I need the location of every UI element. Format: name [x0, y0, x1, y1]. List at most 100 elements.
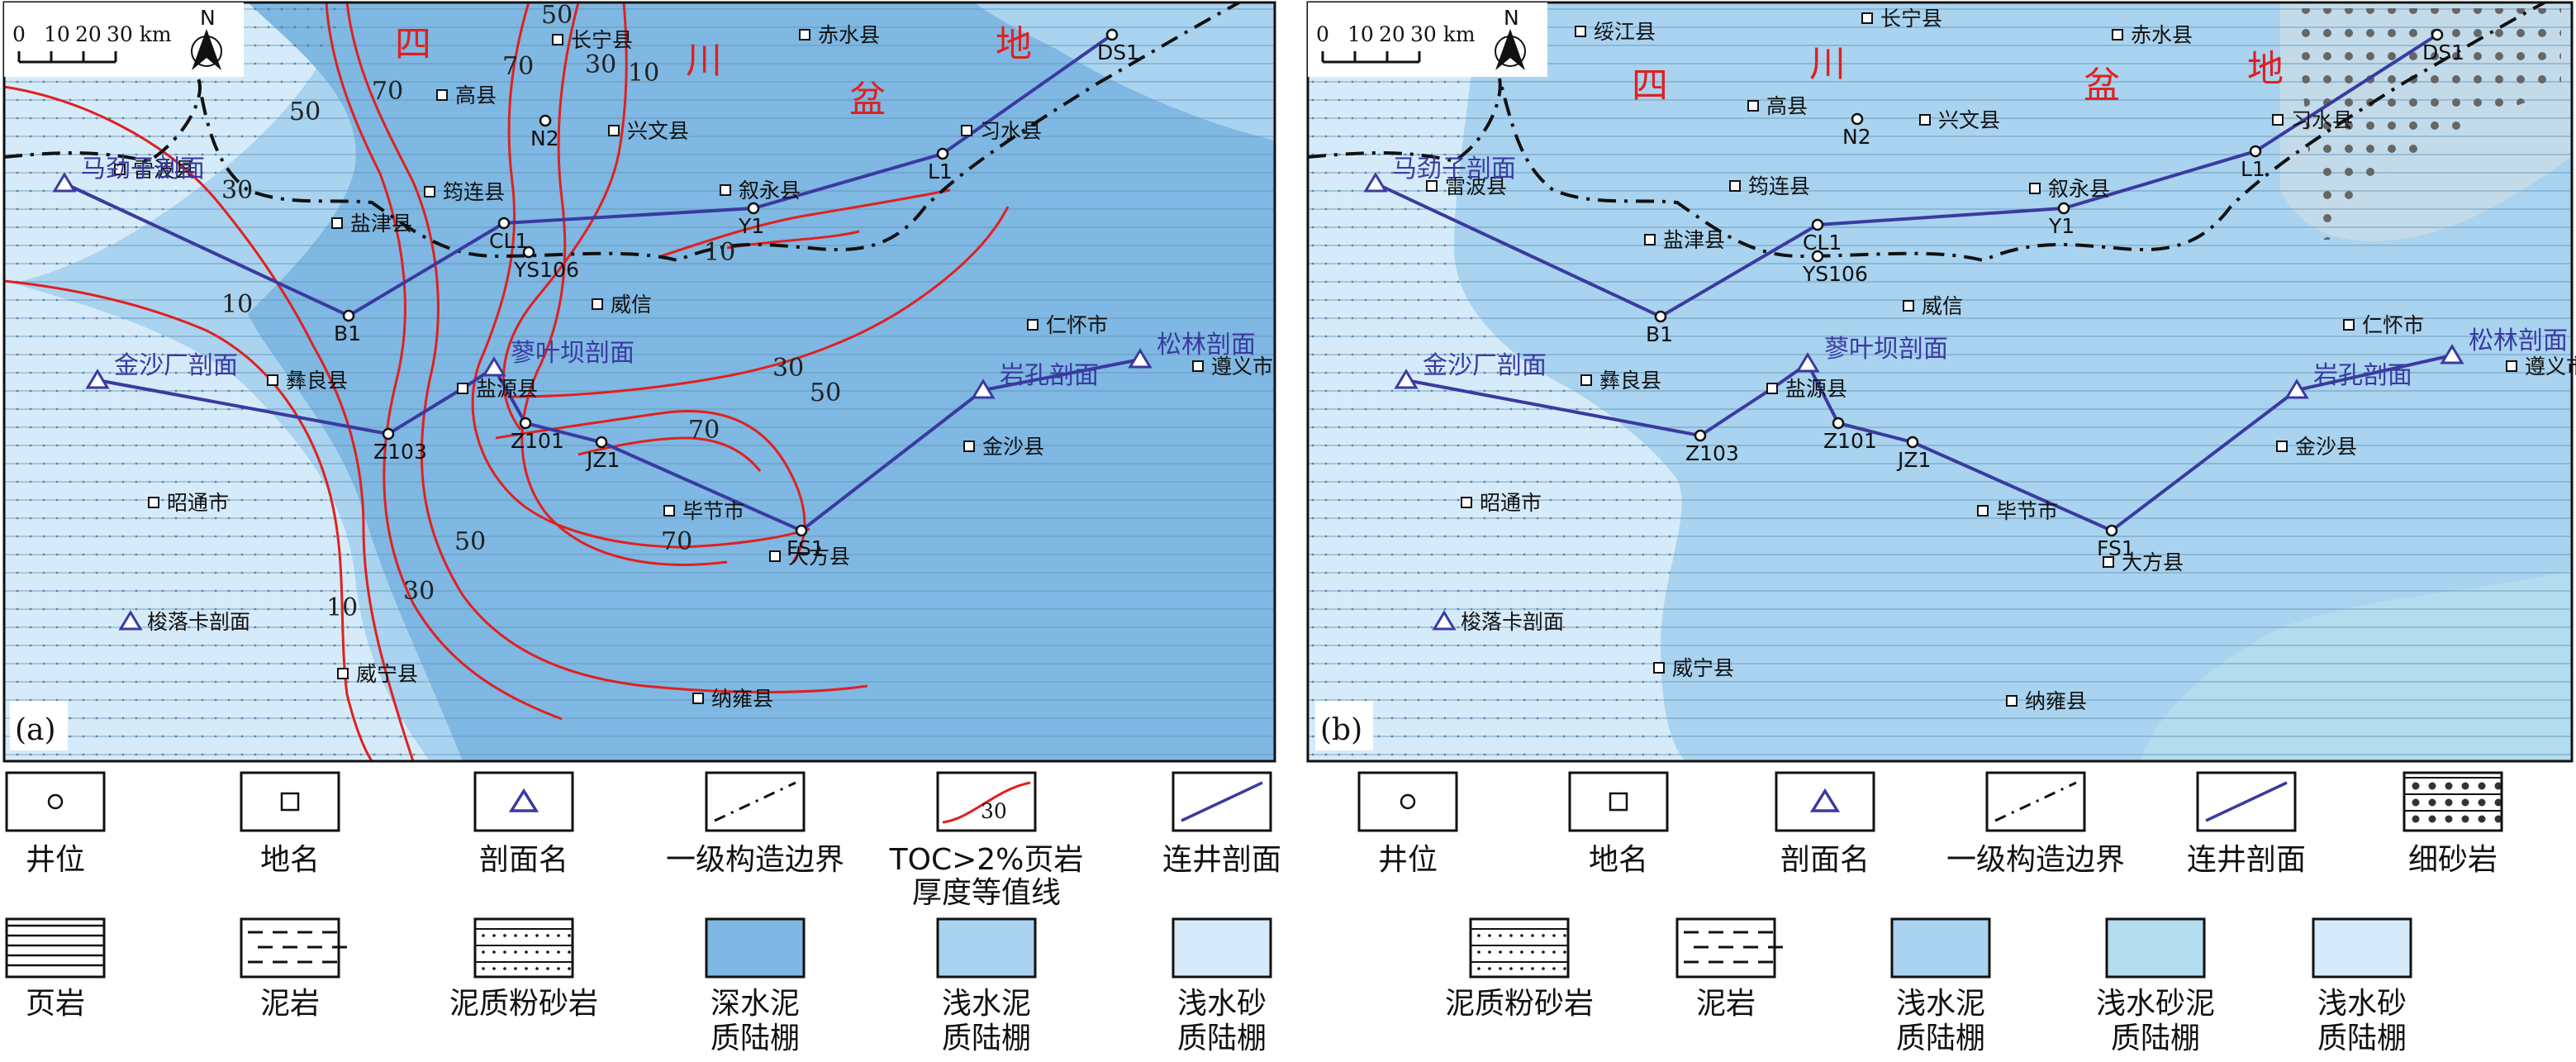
- well-marker: [342, 309, 355, 322]
- legend-box: [5, 917, 106, 979]
- north-label: N: [1504, 6, 1519, 30]
- contour-label: 10: [221, 290, 253, 319]
- town-label: 仁怀市: [2362, 313, 2424, 337]
- well-marker: [2431, 28, 2444, 41]
- basin-label: 川: [1809, 43, 1846, 85]
- town-marker: [424, 186, 435, 198]
- silt-dot: [1552, 967, 1556, 970]
- silt-dot: [1531, 934, 1534, 937]
- town-marker: [2029, 183, 2041, 194]
- town-label: 雷波县: [1445, 174, 1507, 198]
- silt-dot: [1542, 934, 1545, 937]
- section-marker: [1128, 348, 1153, 369]
- section-label: 梭落卡剖面: [1461, 610, 1564, 634]
- town-marker: [331, 217, 343, 229]
- section-label: 岩孔剖面: [2313, 361, 2412, 390]
- silt-dot: [1552, 934, 1556, 937]
- contour-label: 10: [704, 238, 735, 267]
- legend-box-border: [2403, 771, 2503, 832]
- town-label: 威信: [1922, 294, 1963, 318]
- well-label: Z101: [1823, 429, 1877, 453]
- basin-label: 四: [395, 23, 431, 65]
- map-a: [4, 2, 1275, 761]
- town-marker: [1192, 360, 1204, 372]
- town-label: 金沙县: [2295, 435, 2357, 459]
- section-icon: [1809, 788, 1841, 812]
- legend-box-border: [1568, 771, 1669, 832]
- well-label: CL1: [489, 229, 528, 253]
- silt-dot: [557, 934, 560, 937]
- silt-dot: [1488, 950, 1491, 954]
- section-line-icon: [2205, 781, 2288, 822]
- legend-box-border: [1775, 771, 1875, 832]
- well-marker: [1832, 417, 1845, 430]
- silt-dot: [546, 934, 549, 937]
- section-marker: [118, 610, 143, 631]
- town-marker: [2006, 695, 2018, 707]
- silt-dot: [1509, 934, 1513, 937]
- shallow-sandmud-fill: [2108, 920, 2203, 976]
- silt-dot: [1542, 967, 1545, 970]
- panel-label: (a): [15, 713, 56, 747]
- town-label: 威宁县: [1672, 656, 1734, 680]
- sand-dot: [2461, 815, 2469, 823]
- well-marker: [497, 217, 511, 230]
- town-marker: [1729, 180, 1741, 192]
- legend-label: 细砂岩: [2408, 843, 2498, 877]
- town-marker: [1861, 12, 1873, 24]
- legend-contour-value: 30: [981, 799, 1007, 823]
- town-label: 长宁县: [1880, 7, 1942, 31]
- sand-dot: [2412, 782, 2420, 790]
- silt-dot: [1509, 950, 1513, 954]
- section-label: 梭落卡剖面: [147, 610, 250, 634]
- town-label: 毕节市: [682, 499, 744, 523]
- silt-dot: [525, 950, 528, 954]
- well-marker: [1811, 250, 1824, 263]
- section-marker: [1795, 352, 1820, 373]
- sand-dot: [2428, 815, 2436, 823]
- contour-label: 50: [810, 379, 841, 407]
- town-marker: [1903, 300, 1914, 312]
- town-label: 盐津县: [1663, 228, 1725, 252]
- town-marker: [1977, 505, 1989, 517]
- well-label: FS1: [787, 536, 825, 560]
- boundary-icon: [714, 781, 796, 822]
- town-marker: [692, 693, 704, 704]
- contour-label: 50: [454, 527, 486, 556]
- contour-label: 10: [326, 593, 358, 622]
- well-marker: [1654, 310, 1667, 323]
- well-marker: [2105, 524, 2118, 537]
- legend-box-border: [1357, 771, 1458, 832]
- legend-label: 井位: [1378, 843, 1438, 877]
- silt-dot: [568, 934, 571, 937]
- town-label: 叙永县: [2048, 177, 2110, 201]
- town-label: 兴文县: [1938, 108, 2000, 132]
- town-marker: [608, 125, 620, 136]
- north-arrow-ring: [1495, 36, 1526, 67]
- legend-label: 质陆棚: [1896, 1022, 1985, 1055]
- silt-dot: [1477, 967, 1480, 970]
- town-marker: [2343, 319, 2355, 331]
- silt-dot: [1520, 950, 1523, 954]
- legend-label: 地名: [1589, 843, 1648, 877]
- well-label: JZ1: [585, 448, 620, 472]
- well-marker: [2057, 202, 2070, 215]
- town-label: 纳雍县: [2025, 689, 2087, 713]
- legend-label: 质陆棚: [711, 1022, 800, 1055]
- town-label: 长宁县: [571, 28, 633, 52]
- legend-box: [1357, 771, 1458, 832]
- silt-dot: [482, 934, 485, 937]
- silt-dot: [1509, 967, 1513, 970]
- silt-dot: [1488, 967, 1491, 970]
- town-icon: [280, 792, 300, 812]
- legend-label: 一级构造边界: [1946, 843, 2125, 877]
- town-marker: [436, 89, 448, 101]
- legend-box-border: [1469, 917, 1570, 979]
- panel-label: (b): [1320, 713, 1362, 747]
- scale-label: 10: [1347, 22, 1374, 46]
- well-marker: [2249, 145, 2262, 158]
- sand-dot: [2494, 815, 2502, 823]
- town-marker: [1919, 114, 1931, 126]
- sand-dot: [2412, 815, 2420, 823]
- legend-box: [1775, 771, 1875, 832]
